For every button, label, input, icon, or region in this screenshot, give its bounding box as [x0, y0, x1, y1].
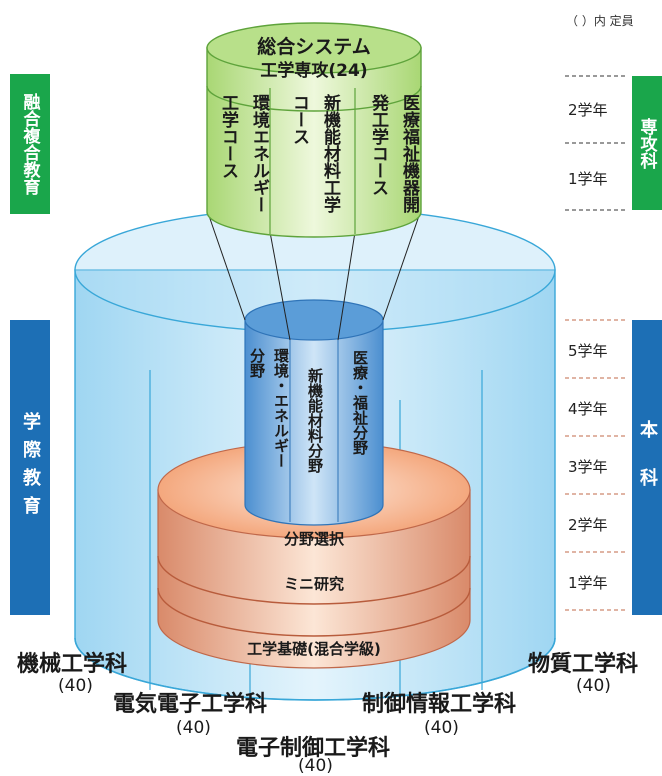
field-new-materials: 新機能材料分野 — [306, 368, 324, 473]
interdisciplinary-education-badge: 学際教育 — [10, 320, 50, 615]
field-selection-label: 分野選択 — [283, 530, 344, 548]
regular-course-badge: 本科 — [632, 320, 662, 615]
dept-materials: 物質工学科 — [528, 652, 639, 677]
year-3: 3学年 — [568, 458, 608, 476]
dept-electrical-electronic: 電気電子工学科 — [113, 692, 268, 717]
dept-mechanical: 機械工学科 — [17, 652, 128, 677]
dept-materials-capacity: (40) — [576, 676, 611, 696]
dept-electronic-control-capacity: (40) — [298, 756, 333, 776]
field-environment-energy: 環境・エネルギー 分野 — [248, 348, 290, 468]
year-1: 1学年 — [568, 574, 608, 592]
dept-mechanical-capacity: (40) — [58, 676, 93, 696]
integrated-education-badge: 融合複合教育 — [10, 74, 50, 214]
engineering-foundation-label: 工学基礎(混合学級) — [247, 640, 381, 658]
grad-year-1: 1学年 — [568, 170, 608, 188]
orange-disk-body — [157, 489, 471, 669]
field-medical-welfare: 医療・福祉分野 — [351, 350, 369, 455]
dept-electrical-electronic-capacity: (40) — [176, 718, 211, 738]
capacity-note: （ ）内 定員 — [566, 14, 634, 28]
dept-electronic-control: 電子制御工学科 — [236, 736, 391, 761]
dept-control-information: 制御情報工学科 — [362, 692, 517, 717]
course-medical-welfare: 医療福祉機器開 発工学コース — [368, 94, 419, 213]
mini-research-label: ミニ研究 — [283, 575, 344, 593]
year-5: 5学年 — [568, 342, 608, 360]
graduate-title-line1: 総合システム — [257, 36, 371, 58]
grad-year-2: 2学年 — [568, 101, 608, 119]
course-environment-energy: 環境エネルギー 工学コース — [218, 94, 269, 213]
course-new-materials: 新機能材料工学 コース — [289, 94, 340, 213]
year-2: 2学年 — [568, 516, 608, 534]
field-cylinder-body — [244, 319, 384, 526]
graduate-cylinder-body — [206, 47, 422, 238]
graduate-title-line2: 工学専攻(24) — [260, 61, 368, 81]
advanced-course-badge: 専攻科 — [632, 76, 662, 210]
year-4: 4学年 — [568, 400, 608, 418]
dept-control-information-capacity: (40) — [424, 718, 459, 738]
